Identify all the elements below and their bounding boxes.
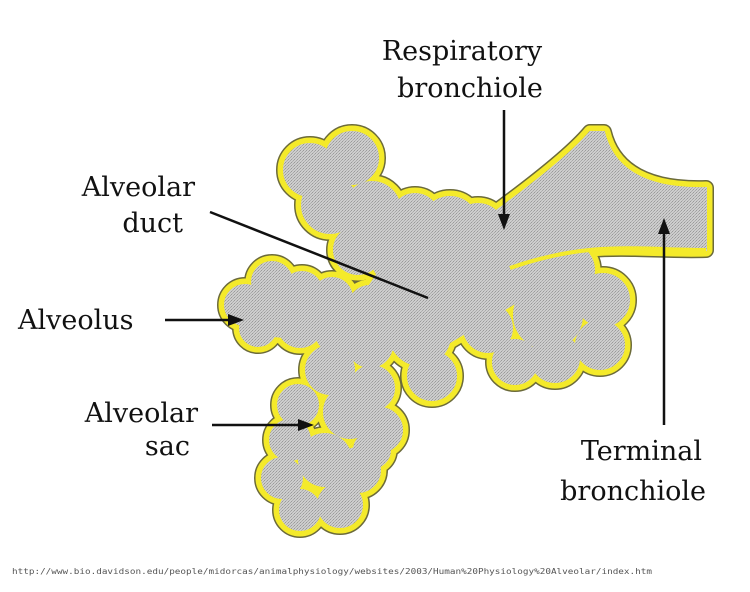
terminal-bronchiole-label-line1: Terminal [581, 436, 702, 467]
alveolar-sac-arrowhead [298, 419, 314, 431]
alveolar-tissue [224, 131, 707, 531]
respiratory-bronchiole-label-line1: Respiratory [382, 36, 543, 67]
bronchiole-inner-edge [509, 246, 707, 270]
alveolar-sac-label-line1: Alveolar [84, 398, 198, 429]
alveolus-arrowhead [228, 314, 244, 326]
respiratory-bronchiole-label-line2: bronchiole [397, 73, 543, 104]
alveolar-duct-label-line1: Alveolar [81, 172, 195, 203]
terminal-bronchiole-arrowhead [658, 218, 670, 234]
alveolus-label: Alveolus [17, 305, 134, 336]
leader-lines [165, 110, 670, 431]
source-url-caption: http://www.bio.davidson.edu/people/midor… [12, 567, 652, 576]
terminal-bronchiole-label-line2: bronchiole [560, 476, 706, 507]
alveolar-sac-label-line2: sac [145, 431, 190, 462]
respiratory-bronchiole-arrowhead [498, 214, 510, 230]
alveolar-duct-leader [209, 210, 429, 300]
alveolar-duct-label-line2: duct [122, 208, 183, 239]
